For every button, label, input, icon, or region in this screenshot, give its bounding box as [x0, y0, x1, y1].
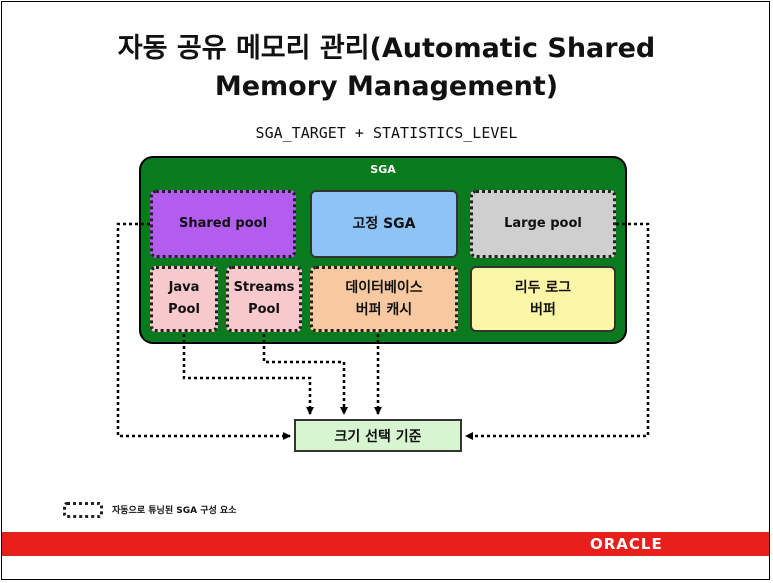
- fixed-sga-box: 고정 SGA: [310, 190, 458, 258]
- sizing-criteria-box: 크기 선택 기준: [294, 419, 462, 452]
- streams-pool-label-2: Pool: [248, 302, 280, 317]
- streams-pool-label-1: Streams: [233, 280, 295, 295]
- java-pool-connector: [182, 334, 314, 415]
- sizing-criteria-label: 크기 선택 기준: [334, 428, 422, 445]
- large-pool-box: Large pool: [470, 190, 616, 258]
- buffer-cache-label-1: 데이터베이스: [345, 280, 423, 296]
- shared-pool-box: Shared pool: [150, 190, 296, 258]
- legend-label: 자동으로 튜닝된 SGA 구성 요소: [112, 506, 237, 516]
- redo-log-label-2: 버퍼: [530, 302, 556, 318]
- sga-label: SGA: [370, 163, 396, 176]
- large-pool-connector: [465, 222, 650, 440]
- java-pool-label-2: Pool: [168, 302, 200, 317]
- shared-pool-label: Shared pool: [178, 216, 268, 231]
- title-line-1: 자동 공유 메모리 관리(Automatic Shared: [117, 33, 656, 64]
- footer-red-bar: [2, 532, 769, 556]
- large-pool-label: Large pool: [504, 216, 582, 231]
- title-line-2: Memory Management): [214, 71, 559, 102]
- streams-pool-connector: [262, 334, 348, 415]
- shared-pool-connector: [116, 222, 291, 440]
- java-pool-box: Java Pool: [150, 266, 218, 332]
- java-pool-label-1: Java: [168, 280, 200, 295]
- redo-log-buffer-box: 리두 로그 버퍼: [470, 266, 616, 332]
- subtitle: SGA_TARGET + STATISTICS_LEVEL: [255, 124, 518, 142]
- redo-log-label-1: 리두 로그: [514, 280, 572, 296]
- legend-dotted-sample: [63, 502, 103, 518]
- buffer-cache-box: 데이터베이스 버퍼 캐시: [310, 266, 458, 332]
- fixed-sga-label: 고정 SGA: [352, 216, 416, 232]
- streams-pool-box: Streams Pool: [226, 266, 302, 332]
- oracle-logo: ORACLE: [590, 535, 663, 553]
- slide-title: 자동 공유 메모리 관리(Automatic Shared Memory Man…: [0, 30, 773, 106]
- buffer-cache-label-2: 버퍼 캐시: [355, 302, 413, 318]
